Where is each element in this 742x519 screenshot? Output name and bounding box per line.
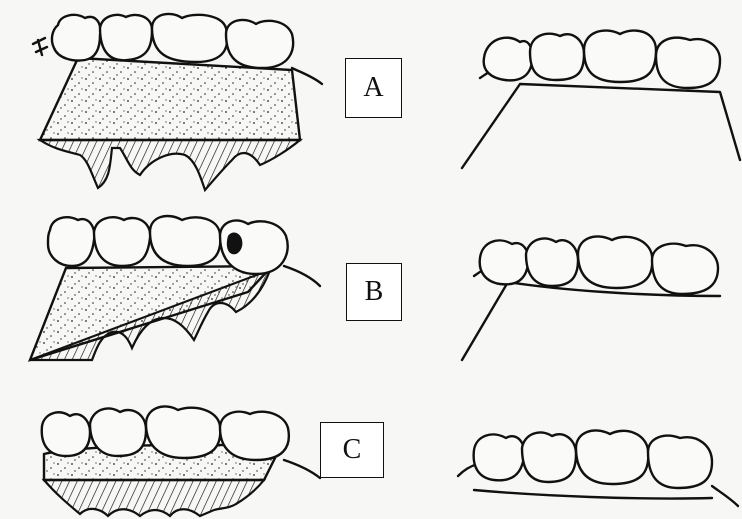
row-a-tooth-3 [152,14,227,62]
row-c-right-illustration [458,430,738,506]
row-a-right-tooth-3 [584,31,656,82]
label-a: A [345,58,402,118]
row-c-left-illustration [42,406,320,516]
row-b-right-tooth-4 [652,244,718,294]
row-a-left-illustration [33,14,322,190]
row-b-tooth-2 [94,217,150,266]
row-a-flap [40,58,300,140]
row-b-tooth-3 [150,216,220,266]
row-a-right-tooth-2 [530,34,584,80]
row-b-gum-line [284,266,320,286]
row-a-right-illustration [462,31,740,168]
row-a-bone-hatch [40,140,300,190]
row-c-bone-hatch [44,480,264,516]
row-a-tooth-2 [100,15,152,60]
row-a-right-tooth-1 [484,38,533,81]
row-b-right-illustration [462,236,720,360]
row-a-right-base-line [462,84,740,168]
row-c-tooth-4 [220,412,289,460]
row-c-right-base-line [474,490,712,499]
row-c-tooth-3 [146,406,220,458]
row-c-tooth-2 [90,408,146,456]
row-a-gum-line [292,68,322,84]
row-c-right-tooth-2 [522,432,576,482]
row-b-left-illustration [30,216,320,360]
row-a-right-tooth-4 [656,38,720,88]
row-c-tooth-1 [42,412,90,456]
row-c-right-tooth-1 [474,434,525,480]
row-c-right-tooth-3 [576,430,648,484]
label-c: C [320,422,384,478]
row-b-right-tooth-2 [526,238,578,286]
label-b: B [346,263,402,321]
row-b-tooth-1 [48,217,94,266]
row-c-right-gum-line-end [712,486,738,506]
row-c-right-tooth-4 [648,436,712,488]
row-b-right-tooth-1 [480,240,529,284]
row-a-tooth-4 [226,20,293,68]
row-a-scratch-mark [33,38,47,55]
row-b-right-tooth-3 [578,236,652,288]
row-c-gum-line [284,460,320,478]
row-a-tooth-1 [52,15,100,61]
